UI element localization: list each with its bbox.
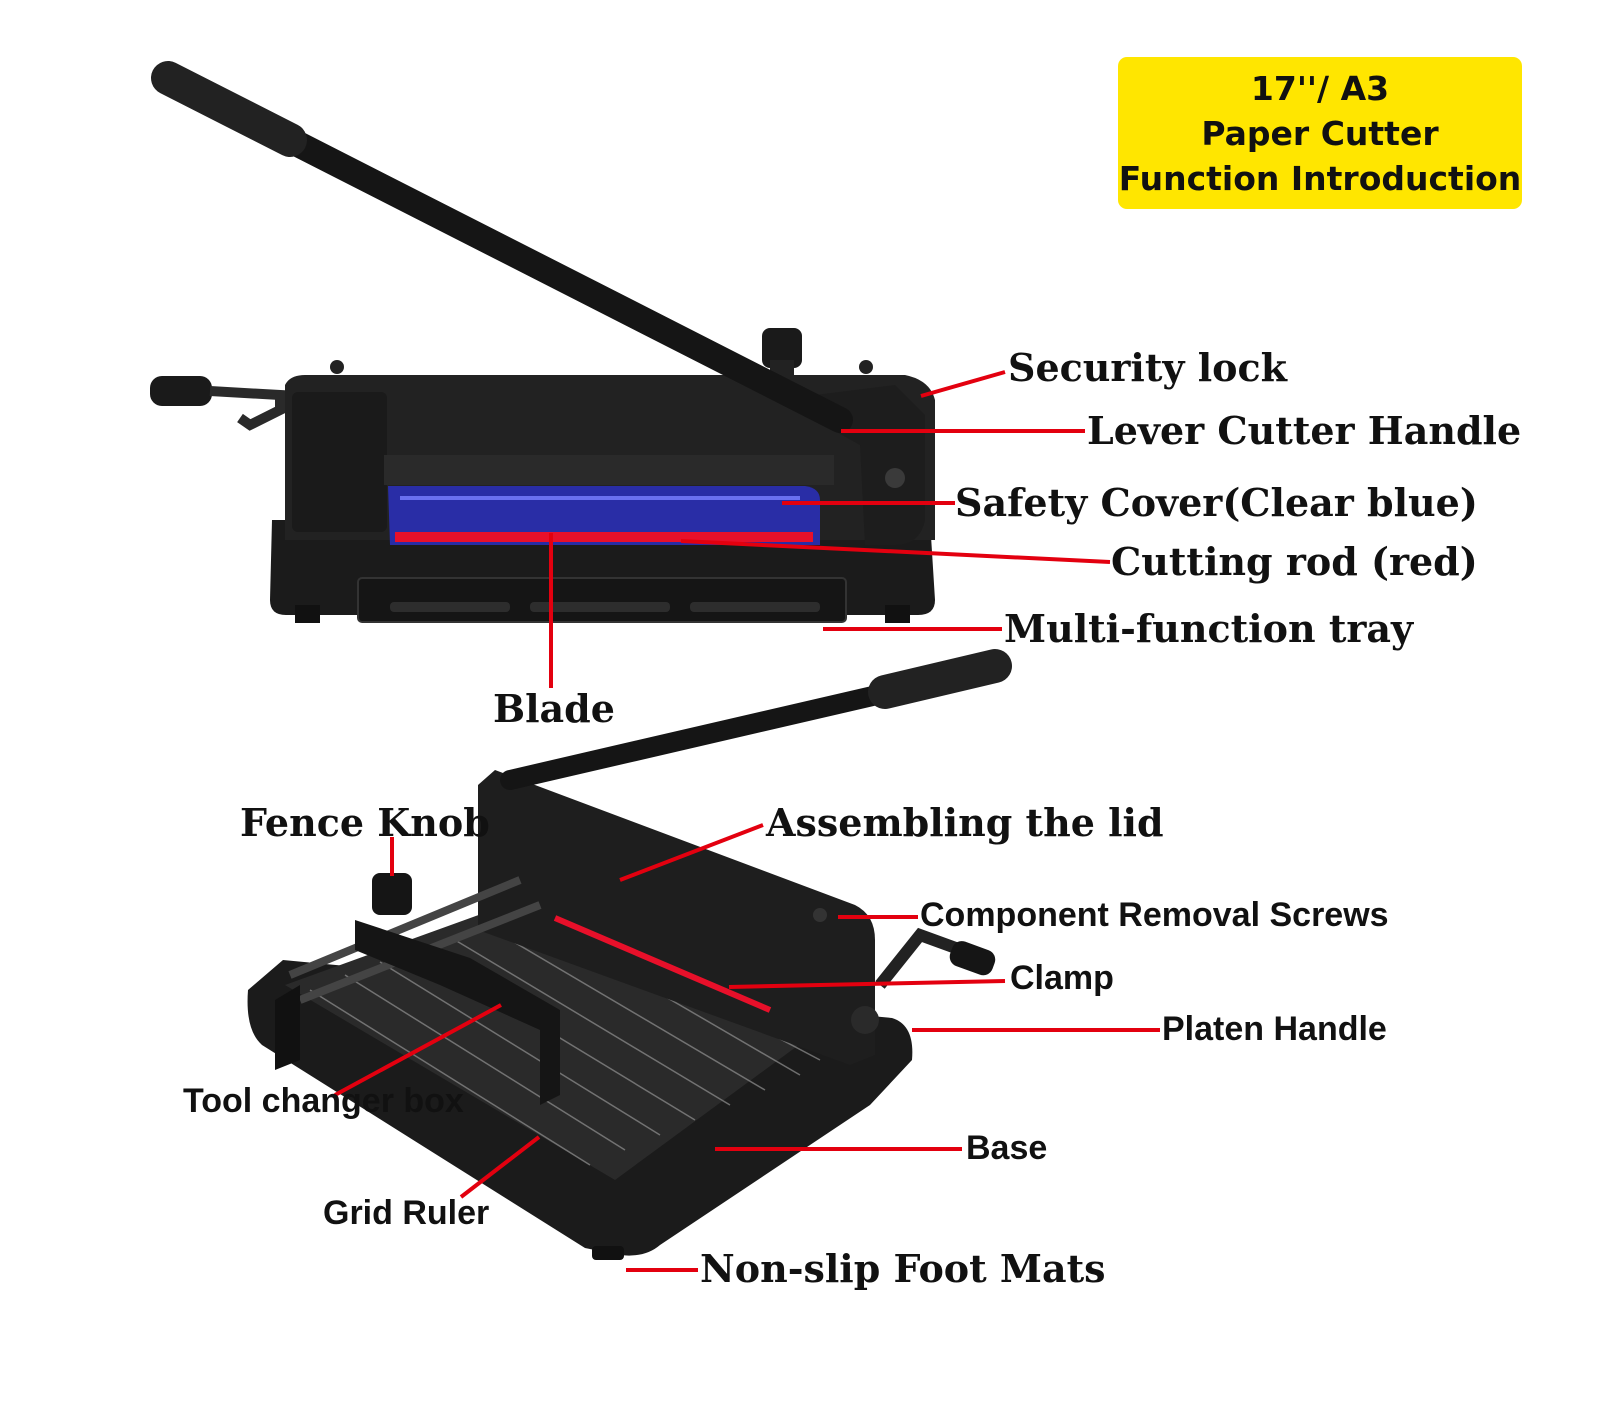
label-grid-ruler: Grid Ruler xyxy=(323,1194,490,1232)
title-line-2: Paper Cutter xyxy=(1201,113,1439,153)
safety-cover-shape xyxy=(388,486,820,545)
label-component-removal-screws: Component Removal Screws xyxy=(920,896,1389,934)
top-foot-right xyxy=(885,605,910,623)
bottom-foot xyxy=(592,1246,624,1260)
top-clamp-handle-grip xyxy=(150,376,212,406)
bottom-cutter xyxy=(247,649,1012,1260)
top-clamp-handle-arm xyxy=(209,386,285,431)
bottom-lid xyxy=(478,770,875,1065)
title-line-1: 17''/ A3 xyxy=(1250,68,1390,108)
label-cutting-rod: Cutting rod (red) xyxy=(1111,539,1478,584)
label-non-slip-foot-mats: Non-slip Foot Mats xyxy=(700,1246,1106,1291)
fence-knob-shape xyxy=(372,873,412,915)
leader-cutting-rod xyxy=(680,539,1111,564)
security-lock-knob xyxy=(762,328,802,368)
leader-assembling-lid xyxy=(619,823,764,882)
bottom-cutting-rod xyxy=(553,915,772,1013)
label-lever-cutter-handle: Lever Cutter Handle xyxy=(1087,408,1522,453)
fence-rail-1 xyxy=(288,876,522,979)
tray-slot-2 xyxy=(530,602,670,612)
label-assembling-the-lid: Assembling the lid xyxy=(766,800,1164,845)
label-tool-changer-box: Tool changer box xyxy=(183,1082,464,1120)
title-line-3: Function Introduction xyxy=(1118,158,1522,198)
label-multi-function-tray: Multi-function tray xyxy=(1004,606,1414,651)
cutting-rod-shape xyxy=(395,532,813,542)
tray-slot-1 xyxy=(390,602,510,612)
arm-pivot xyxy=(885,468,905,488)
top-tray xyxy=(357,577,847,623)
label-safety-cover: Safety Cover(Clear blue) xyxy=(955,480,1478,525)
leader-grid-ruler xyxy=(459,1135,541,1199)
top-left-post xyxy=(292,392,387,532)
top-lever-grip xyxy=(151,61,307,157)
label-security-lock: Security lock xyxy=(1008,345,1287,390)
bottom-lever-grip xyxy=(868,649,1012,709)
clamp-handle-grip xyxy=(949,941,996,976)
leader-tool-changer-box xyxy=(334,1003,502,1097)
top-screw-right xyxy=(859,360,873,374)
leader-lines xyxy=(334,370,1160,1272)
top-screw-left xyxy=(330,360,344,374)
top-foot-left xyxy=(295,605,320,623)
top-cutter xyxy=(150,61,935,623)
label-base: Base xyxy=(966,1129,1048,1167)
removal-screw xyxy=(813,908,827,922)
title-box: 17''/ A3 Paper Cutter Function Introduct… xyxy=(1118,57,1522,209)
platen-knob xyxy=(851,1006,879,1034)
label-blade: Blade xyxy=(493,686,615,731)
leader-security-lock xyxy=(920,370,1006,398)
label-clamp: Clamp xyxy=(1010,959,1114,997)
label-platen-handle: Platen Handle xyxy=(1162,1010,1387,1048)
tray-slot-3 xyxy=(690,602,820,612)
tool-changer-box-shape xyxy=(355,920,560,1105)
top-channel xyxy=(384,455,834,485)
fence-end xyxy=(275,985,300,1070)
leader-clamp xyxy=(728,979,1006,989)
label-fence-knob: Fence Knob xyxy=(240,800,490,845)
